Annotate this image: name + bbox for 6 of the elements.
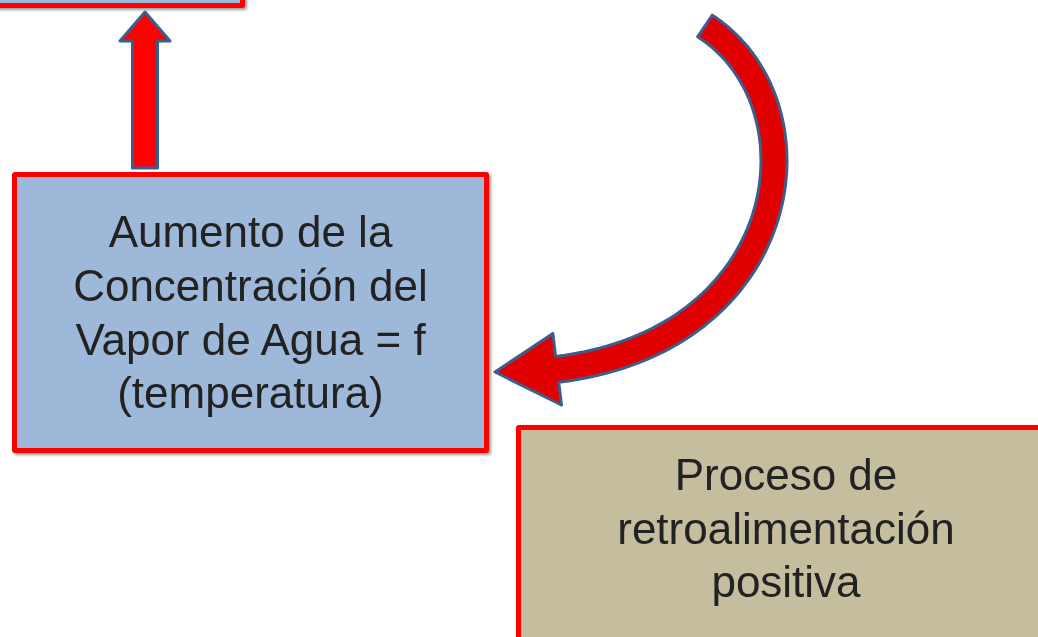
process-box (12, 172, 489, 453)
curved-arrow (493, 13, 789, 407)
process-box (516, 425, 1038, 637)
box-text: Aumento de la Concentración del Vapor de Agua = f (temperatura) (72, 206, 429, 420)
box-text: Proceso de retroalimentación positiva (616, 449, 956, 609)
block-arrow (118, 10, 172, 170)
